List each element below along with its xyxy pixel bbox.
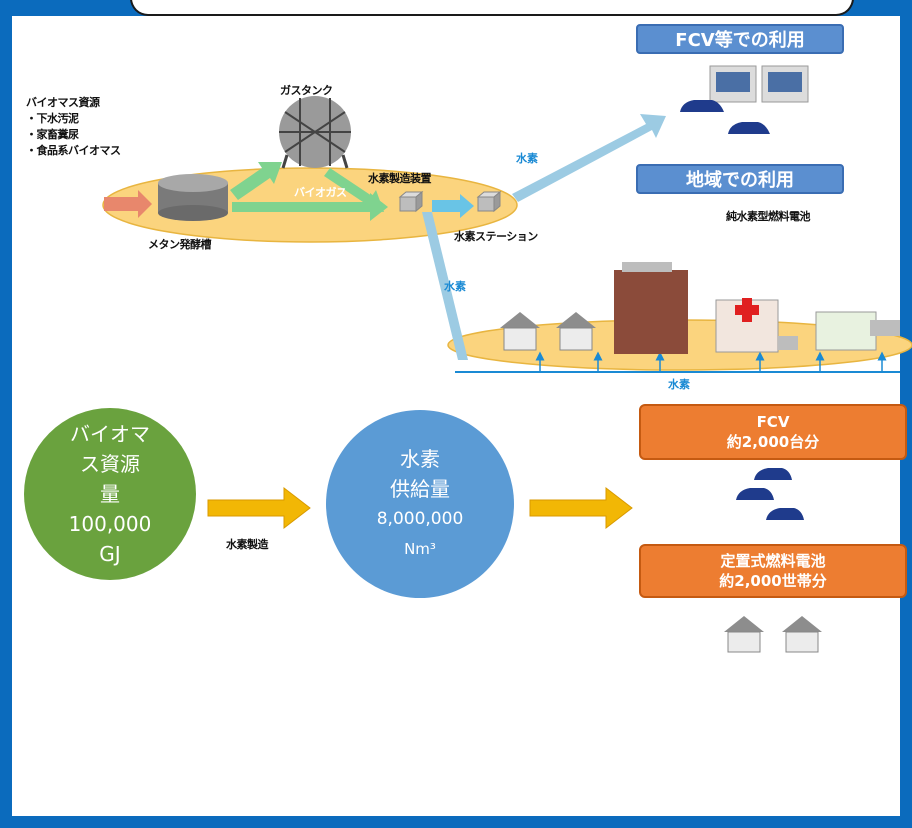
biomass-circle-line: バイオマ [70, 422, 150, 446]
biogas-arrows [230, 162, 388, 221]
hydrogen-label: 水素 [516, 152, 538, 165]
hydrogen-label: 水素 [668, 378, 690, 391]
methane-tank-label: メタン発酵槽 [148, 238, 212, 251]
distribution-branches [535, 351, 887, 372]
homes-icon [724, 616, 822, 653]
hydrogen-to-use-arrow [529, 486, 633, 530]
biomass-input-arrow [104, 190, 152, 218]
biogas-label: バイオガス [294, 186, 347, 199]
pipe-down [422, 212, 468, 360]
biomass-to-hydrogen-arrow [207, 486, 311, 530]
fcv-use-box: FCV等での利用 [636, 24, 844, 54]
apartment-building-icon [614, 262, 688, 354]
biomass-circle: バイオマ ス資源 量 100,000 GJ [24, 408, 196, 580]
fcv-cars-icon [736, 468, 804, 520]
hydrogen-circle: 水素 供給量 8,000,000 Nm³ [326, 410, 514, 598]
resource-item: ・下水汚泥 [26, 112, 79, 125]
hydrogen-label: 水素 [444, 280, 466, 293]
biomass-circle-line: 量 [100, 482, 120, 506]
local-use-box: 地域での利用 [636, 164, 844, 194]
gas-tank-label: ガスタンク [280, 84, 333, 97]
resource-item: ・家畜糞尿 [26, 128, 79, 141]
hydrogen-circle-line: Nm³ [404, 540, 436, 558]
pipe-to-fcv [512, 114, 666, 202]
biomass-circle-line: ス資源 [80, 452, 140, 476]
fuel-cell-result-title: 定置式燃料電池 [720, 552, 826, 570]
hydrogen-circle-line: 水素 [400, 447, 440, 471]
bus-icon [709, 65, 809, 103]
biomass-circle-line: GJ [99, 542, 121, 566]
fcv-result-title: FCV [756, 413, 790, 431]
fcv-result-value: 約2,000台分 [726, 433, 820, 451]
hydrogen-production-label: 水素製造 [226, 538, 269, 551]
fuel-cell-label: 純水素型燃料電池 [726, 210, 811, 223]
hydrogen-generator-icon [398, 190, 424, 213]
fuel-cell-result-value: 約2,000世帯分 [719, 572, 827, 590]
biomass-circle-line: 100,000 [68, 512, 152, 536]
fcv-result-box: FCV 約2,000台分 [639, 404, 907, 460]
gas-tank-icon [279, 96, 351, 169]
hydrogen-circle-line: 8,000,000 [376, 509, 464, 529]
hydrogen-circle-line: 供給量 [390, 477, 450, 501]
resource-item: ・食品系バイオマス [26, 144, 121, 157]
methane-tank-icon [158, 174, 228, 221]
house-icon [500, 312, 596, 351]
to-station-arrow [432, 194, 474, 218]
hydrogen-station-label: 水素ステーション [454, 230, 538, 243]
biomass-resources-title: バイオマス資源 [26, 96, 100, 109]
school-icon [815, 311, 900, 351]
hydrogen-station-icon [476, 190, 502, 213]
car-icon [680, 100, 770, 134]
fuel-cell-result-box: 定置式燃料電池 約2,000世帯分 [639, 544, 907, 598]
hydrogen-generator-label: 水素製造装置 [368, 172, 432, 185]
hospital-icon [715, 298, 798, 353]
